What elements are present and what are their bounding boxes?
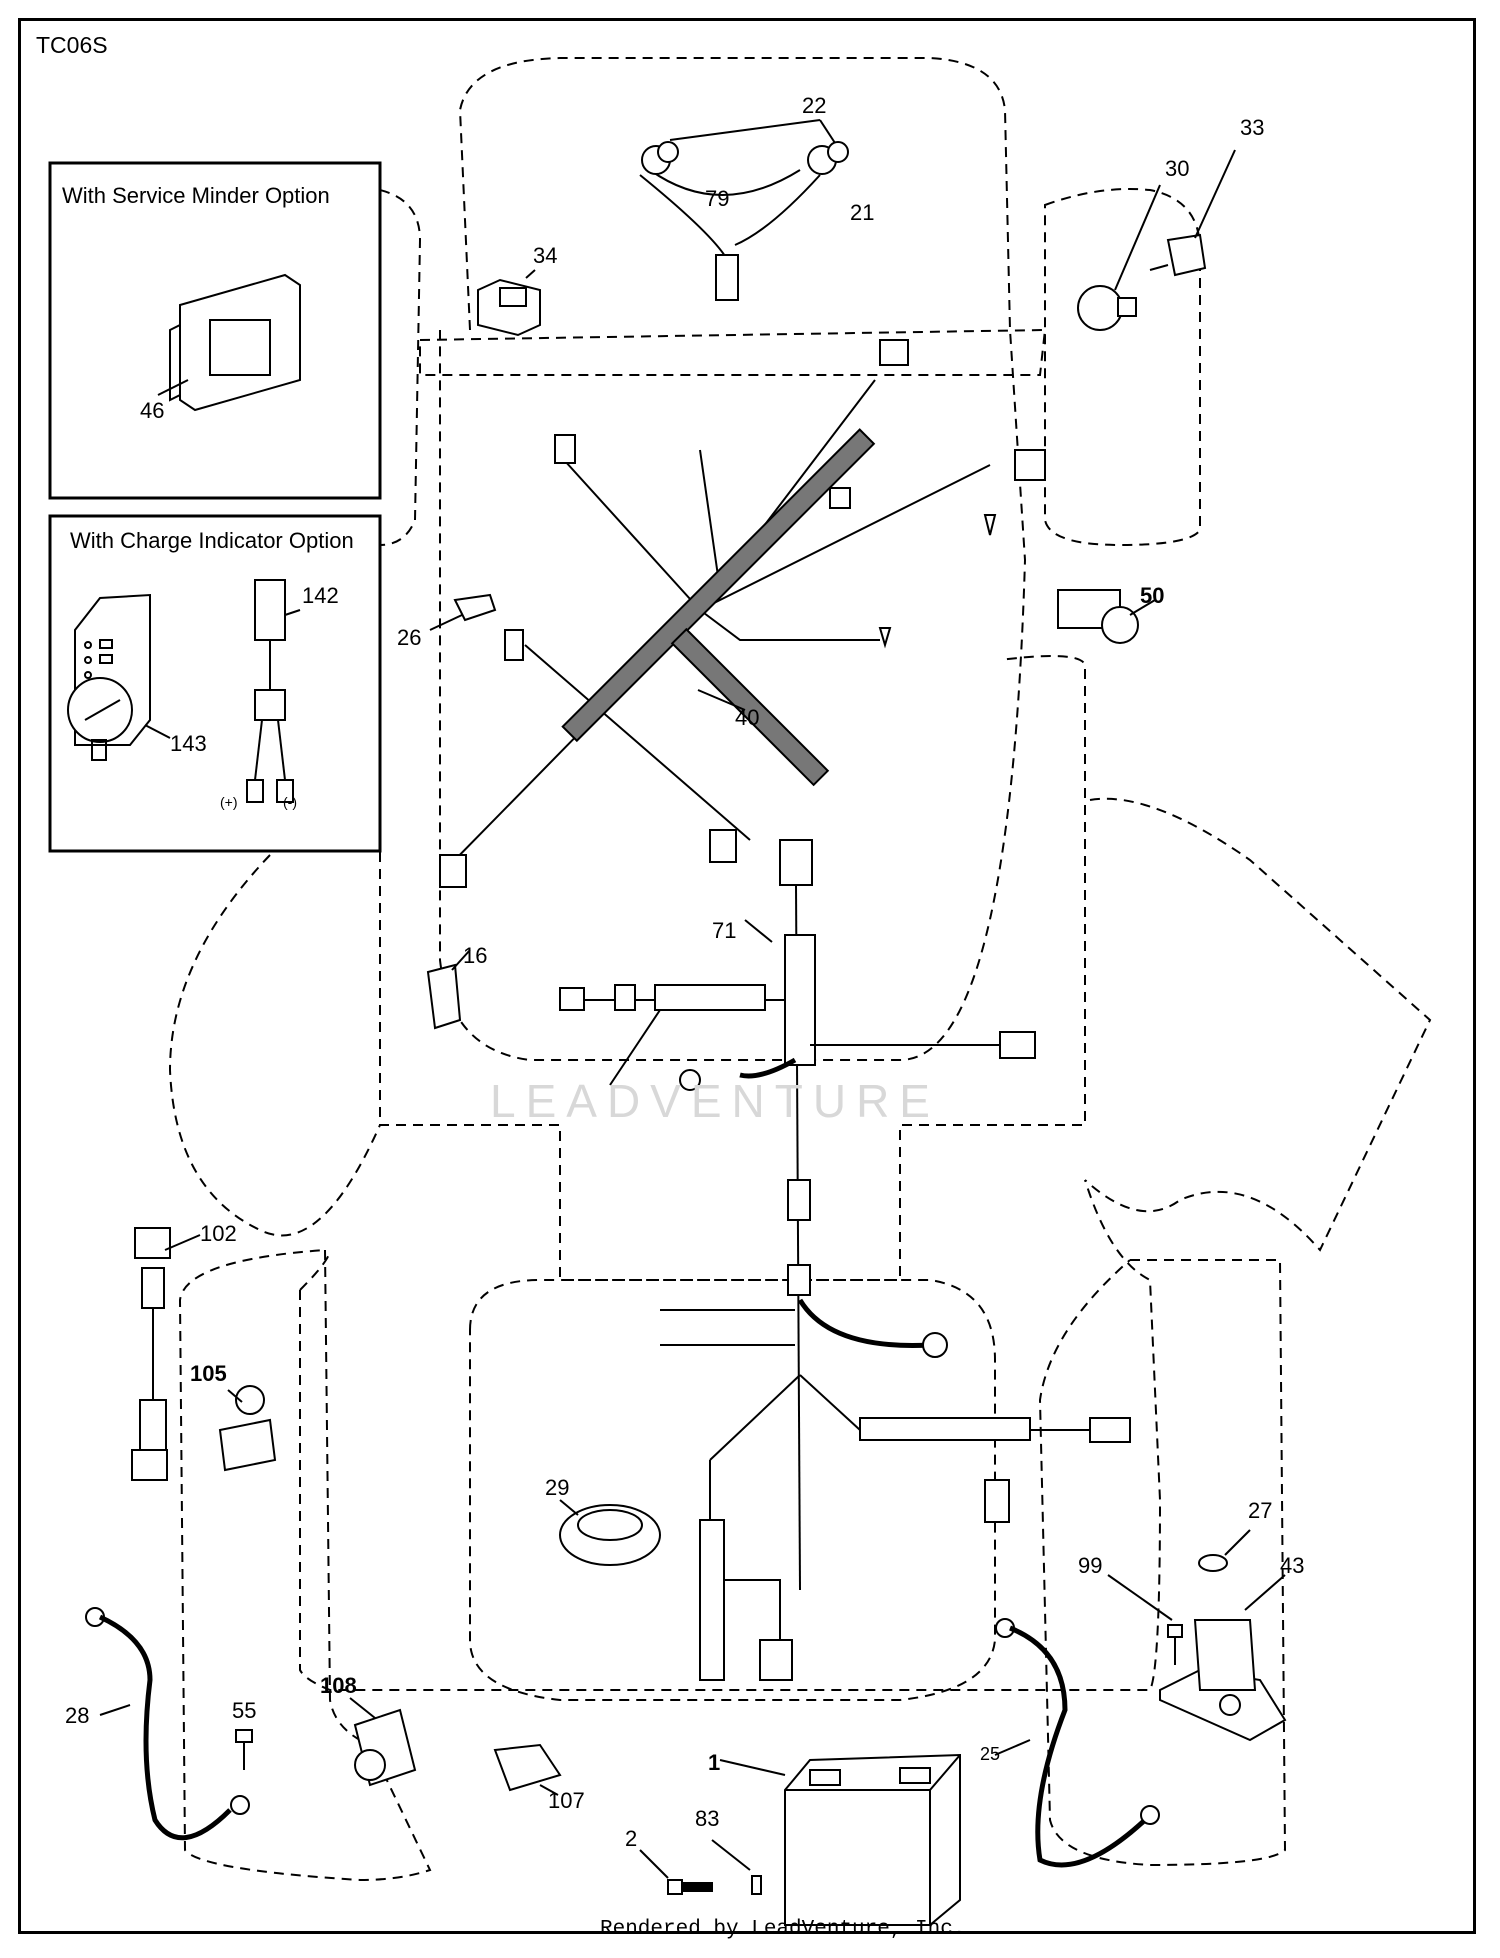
part-label-26: 26	[397, 625, 422, 650]
part-label-1: 1	[708, 1750, 721, 1775]
part-label-30: 30	[1165, 156, 1190, 181]
part-label-34: 34	[533, 243, 558, 268]
ignition-key-icon	[1149, 233, 1207, 277]
part-label-102: 102	[200, 1221, 237, 1246]
brake-switch-icon	[353, 1708, 417, 1787]
part-label-71: 71	[712, 918, 737, 943]
adapter-harness-icon	[246, 579, 294, 803]
part-label-142: 142	[302, 583, 339, 608]
part-label-107: 107	[548, 1788, 585, 1813]
main-wiring-harness	[439, 339, 1046, 888]
part-label-27: 27	[1248, 1498, 1273, 1523]
solenoid-icon	[218, 1385, 277, 1472]
charge-indicator-title: With Charge Indicator Option	[70, 528, 354, 553]
fuel-solenoid-module-icon	[493, 1743, 562, 1792]
lower-right-outline	[1038, 1259, 1287, 1867]
part-label-105: 105	[190, 1361, 227, 1386]
part-label-2: 2	[625, 1826, 638, 1851]
part-label-25: 25	[980, 1744, 1001, 1764]
watermark: LEADVENTURE	[490, 1075, 940, 1127]
part-label-22: 22	[802, 93, 827, 118]
part-label-40: 40	[735, 705, 760, 730]
fuse-holder-icon	[453, 593, 497, 622]
part-label-16: 16	[463, 943, 488, 968]
seat-switch-icon	[426, 963, 462, 1030]
positive-cable-icon	[995, 1618, 1160, 1868]
dash-panel-outline	[419, 328, 1047, 376]
right-wheel-outline	[1084, 797, 1432, 1252]
service-minder-display-icon	[169, 273, 301, 412]
battery-bolt-icon	[667, 1879, 713, 1895]
battery-icon	[784, 1753, 961, 1926]
part-label-50: 50	[1140, 583, 1165, 608]
part-label-29: 29	[545, 1475, 570, 1500]
footer-credit: Rendered by LeadVenture, Inc.	[600, 1918, 966, 1941]
battery-nut-icon	[751, 1875, 762, 1895]
positive-terminal-label: (+)	[220, 794, 238, 810]
part-label-143: 143	[170, 731, 207, 756]
part-label-46: 46	[140, 398, 165, 423]
nut-icon	[1198, 1554, 1228, 1572]
part-label-108: 108	[320, 1673, 357, 1698]
part-label-83: 83	[695, 1806, 720, 1831]
part-label-43: 43	[1280, 1553, 1305, 1578]
diode-harness-icon	[131, 1227, 171, 1481]
rear-wiring-harness	[559, 839, 1131, 1681]
headlight-harness-icon	[639, 141, 849, 301]
negative-terminal-label: (-)	[283, 794, 297, 810]
hood-outline	[439, 57, 1027, 1061]
ground-cable-icon	[85, 1607, 250, 1841]
ignition-area-outline	[1044, 188, 1201, 547]
part-label-79: 79	[705, 186, 730, 211]
screw-icon	[235, 1729, 253, 1770]
lower-center-outline	[469, 1279, 996, 1701]
page-code: TC06S	[36, 32, 108, 58]
left-wheel-outline	[168, 854, 381, 1237]
part-label-55: 55	[232, 1698, 257, 1723]
ignition-switch-icon	[1077, 285, 1137, 331]
part-label-21: 21	[850, 200, 875, 225]
bolt-icon	[1167, 1624, 1183, 1665]
lower-left-outline	[178, 1249, 432, 1882]
part-label-33: 33	[1240, 115, 1265, 140]
part-label-99: 99	[1078, 1553, 1103, 1578]
grommet-icon	[559, 1504, 661, 1566]
frame-outline	[379, 655, 1086, 1281]
part-label-28: 28	[65, 1703, 90, 1728]
lower-left-inner-outline	[299, 1249, 331, 1291]
safety-switch-icon	[1057, 589, 1139, 644]
charge-indicator-icon	[67, 593, 151, 761]
service-minder-title: With Service Minder Option	[62, 183, 330, 208]
starter-solenoid-icon	[1159, 1619, 1287, 1742]
pto-switch-icon	[477, 278, 541, 337]
left-panel-outline	[379, 189, 422, 546]
